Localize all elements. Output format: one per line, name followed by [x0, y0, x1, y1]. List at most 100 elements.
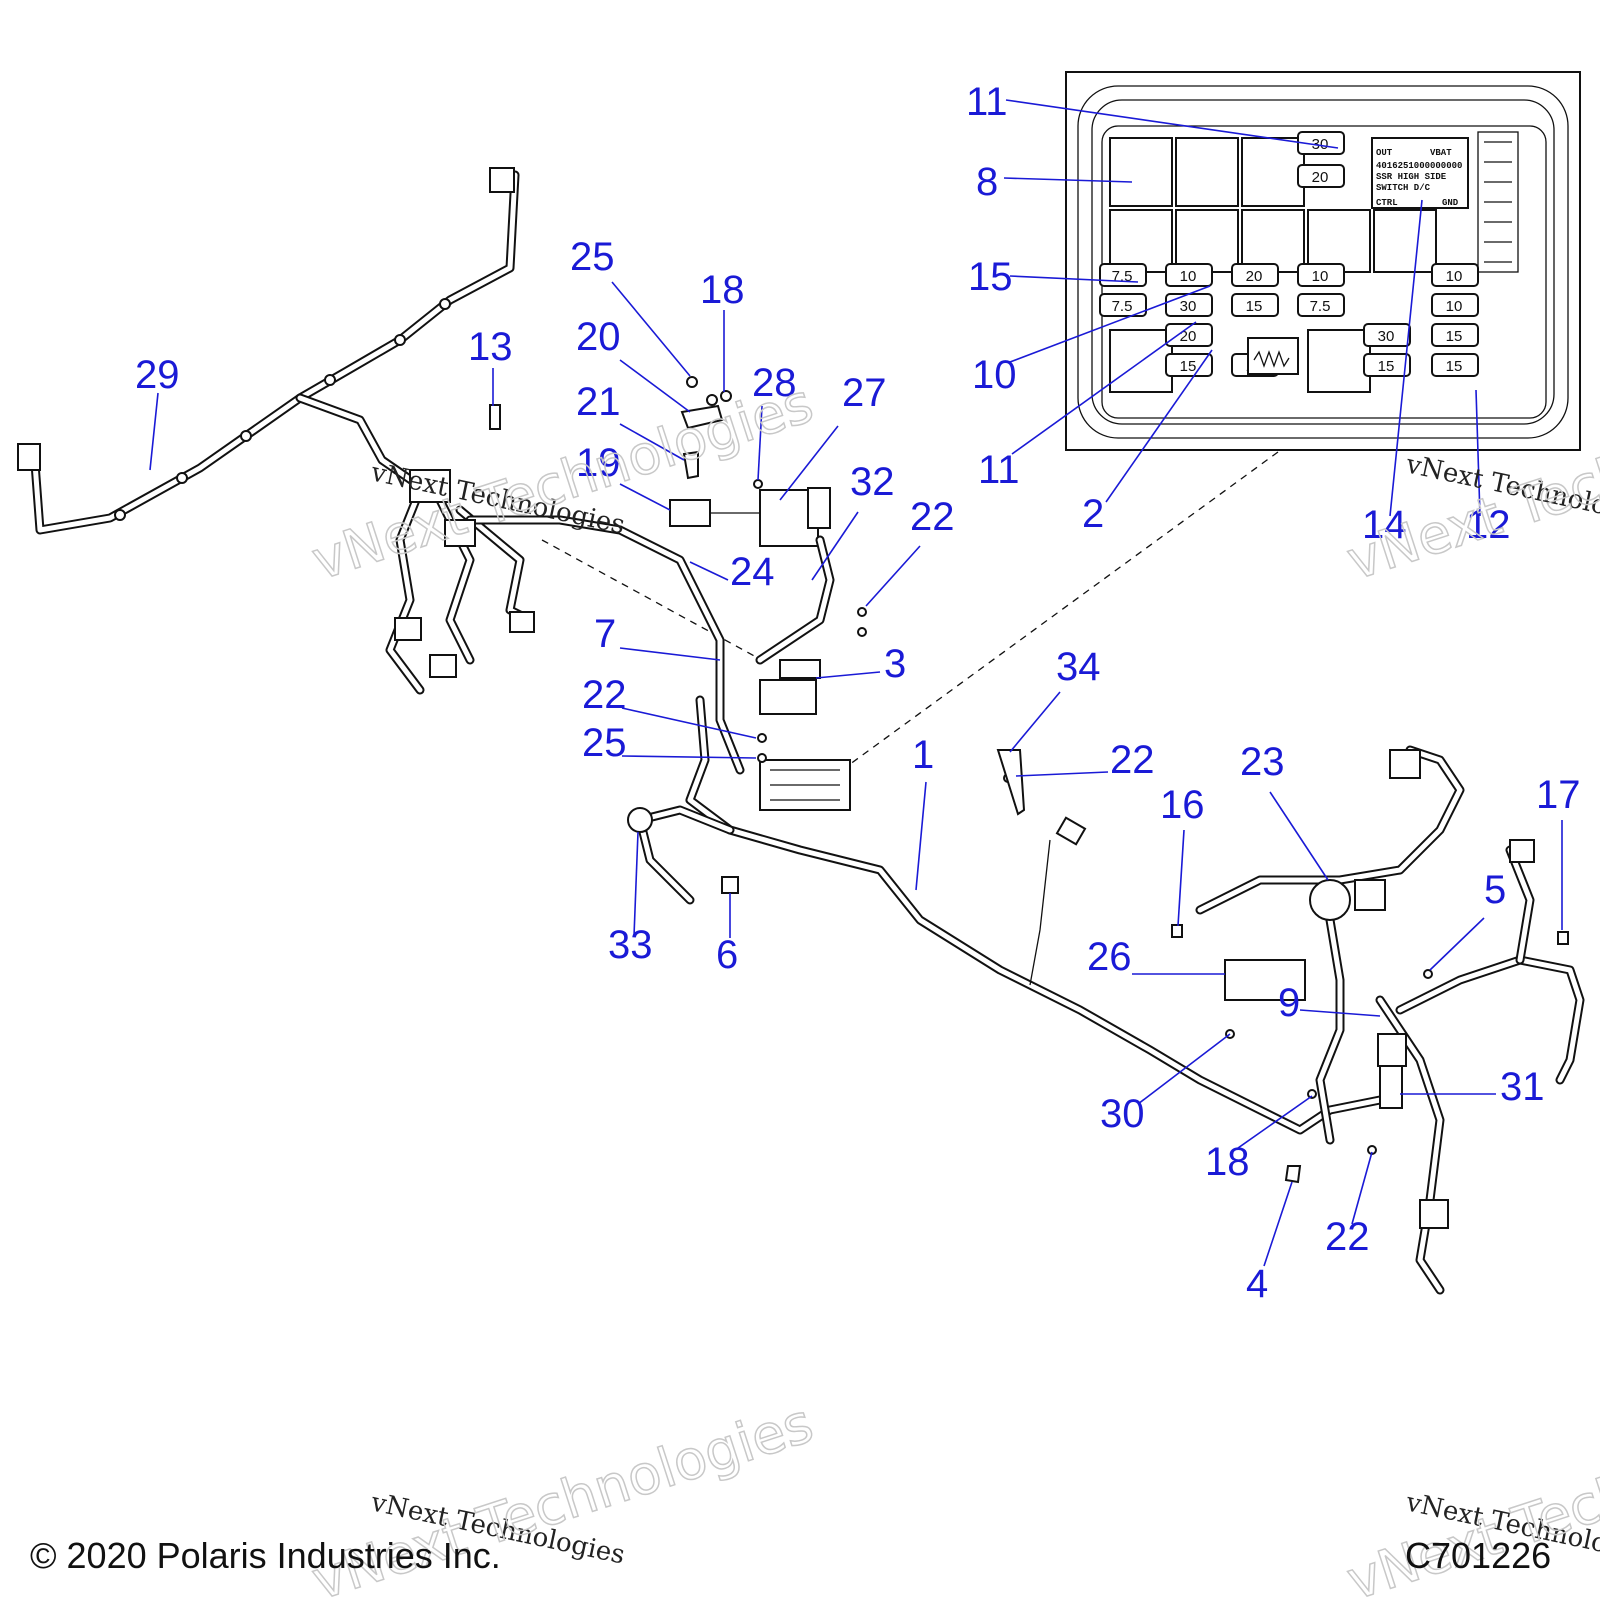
callout-leader	[619, 647, 721, 661]
fuse-slot: 10	[1431, 263, 1479, 287]
fuse-slot: 7.5	[1297, 293, 1345, 317]
callout-leader	[865, 545, 921, 607]
callout-number: 6	[716, 933, 738, 977]
fuse-rating: 15	[1378, 358, 1395, 375]
clip-4	[1284, 1165, 1302, 1184]
callout-number: 1	[912, 733, 934, 777]
relay-line1-text: SSR HIGH SIDE	[1376, 172, 1447, 182]
small-parts	[489, 376, 1569, 1184]
callout-leader	[1299, 1009, 1381, 1017]
callout-number: 16	[1160, 783, 1205, 827]
callout-c-22b: 22	[582, 673, 757, 739]
callout-leader	[1011, 321, 1197, 455]
watermarks: vNext Technologies vNext Technologies vN…	[304, 370, 1600, 1600]
fuse-rating: 7.5	[1310, 298, 1331, 315]
callout-leader	[757, 405, 763, 481]
callout-leader	[915, 781, 927, 891]
resistor-symbol	[1247, 337, 1299, 375]
callout-leader	[619, 359, 691, 413]
callout-leader	[621, 707, 757, 739]
callout-c-22d: 22	[1325, 1151, 1373, 1259]
callout-leader	[815, 671, 881, 679]
fuse-rating: 10	[1180, 268, 1197, 285]
callout-number: 5	[1484, 868, 1506, 912]
callout-c-33: 33	[608, 831, 653, 967]
fuse-rating: 7.5	[1112, 268, 1133, 285]
module-3	[759, 679, 817, 715]
ssr-relay-label: OUT VBAT 4016251000000000 SSR HIGH SIDE …	[1371, 137, 1469, 209]
fuse-slot: 10	[1165, 263, 1213, 287]
fuse-slot: 15	[1363, 353, 1411, 377]
callout-c-25a: 25	[570, 235, 691, 377]
fuse-rating: 15	[1180, 358, 1197, 375]
bracket-20	[680, 404, 724, 430]
callout-c-5: 5	[1429, 868, 1506, 971]
callout-number: 10	[972, 353, 1017, 397]
callout-leader	[633, 831, 639, 937]
connector-29a	[17, 443, 41, 471]
callout-number: 22	[910, 495, 955, 539]
callout-number: 22	[1110, 738, 1155, 782]
callout-number: 4	[1246, 1262, 1268, 1306]
fuse-slot: 15	[1431, 353, 1479, 377]
fuse-slot: 15	[1431, 323, 1479, 347]
fuse-slot: 10	[1297, 263, 1345, 287]
callout-c-10: 10	[972, 285, 1211, 397]
fuse-slot: 15	[1231, 293, 1279, 317]
callout-c-30: 30	[1100, 1033, 1231, 1136]
callout-c-11a: 11	[966, 80, 1339, 149]
callout-number: 17	[1536, 773, 1581, 817]
relay-line2-text: SWITCH D/C	[1376, 183, 1431, 193]
callout-number: 23	[1240, 740, 1285, 784]
callout-c-23: 23	[1240, 740, 1329, 881]
callout-c-22a: 22	[865, 495, 955, 607]
clip-16	[1171, 924, 1183, 938]
callout-leader	[779, 425, 839, 501]
callout-number: 3	[884, 642, 906, 686]
callout-c-9: 9	[1278, 981, 1381, 1025]
callout-number: 26	[1087, 935, 1132, 979]
fuse-slot: 15	[1165, 353, 1213, 377]
callout-c-22c: 22	[1015, 738, 1155, 782]
callout-number: 33	[608, 923, 653, 967]
fuse-slot: 20	[1297, 164, 1345, 188]
callout-leader	[689, 561, 729, 581]
copyright-text: © 2020 Polaris Industries Inc.	[30, 1535, 501, 1576]
fuse-rating: 15	[1246, 298, 1263, 315]
callout-leader	[1237, 1095, 1313, 1149]
fuse-slot: 20	[1231, 263, 1279, 287]
callout-c-34: 34	[1009, 645, 1101, 753]
callout-leader	[149, 392, 159, 471]
fuse-slot: 30	[1297, 131, 1345, 155]
fuse-rating: 20	[1246, 268, 1263, 285]
callout-c-11b: 11	[978, 321, 1197, 492]
callout-number: 31	[1500, 1065, 1545, 1109]
connector-block-26	[1224, 959, 1306, 1001]
callout-leader	[1137, 1033, 1231, 1105]
callout-leader	[1015, 771, 1109, 777]
callout-c-27: 27	[779, 371, 887, 501]
relay-partno-text: 4016251000000000	[1376, 161, 1462, 171]
callout-c-29: 29	[135, 353, 180, 471]
callout-number: 27	[842, 371, 887, 415]
clip-6	[721, 876, 739, 894]
fuse-rating: 10	[1446, 268, 1463, 285]
callout-number: 24	[730, 550, 775, 594]
terminal-33	[627, 807, 653, 833]
bracket-19	[669, 499, 711, 527]
callout-c-18b: 18	[1205, 1095, 1313, 1184]
callout-leader	[1009, 275, 1139, 283]
callout-c-14: 14	[1362, 199, 1423, 547]
callout-leader	[1009, 691, 1061, 753]
callout-number: 2	[1082, 492, 1104, 536]
callout-leader	[1105, 349, 1213, 503]
relay-out-text: OUT	[1376, 148, 1393, 158]
callout-leader	[619, 423, 685, 461]
relay-ctrl-text: CTRL	[1376, 198, 1398, 208]
fuse-rating: 30	[1180, 298, 1197, 315]
callout-leader	[611, 281, 691, 377]
callout-c-8: 8	[976, 160, 1133, 204]
callout-number: 14	[1362, 503, 1407, 547]
callout-c-16: 16	[1160, 783, 1205, 927]
